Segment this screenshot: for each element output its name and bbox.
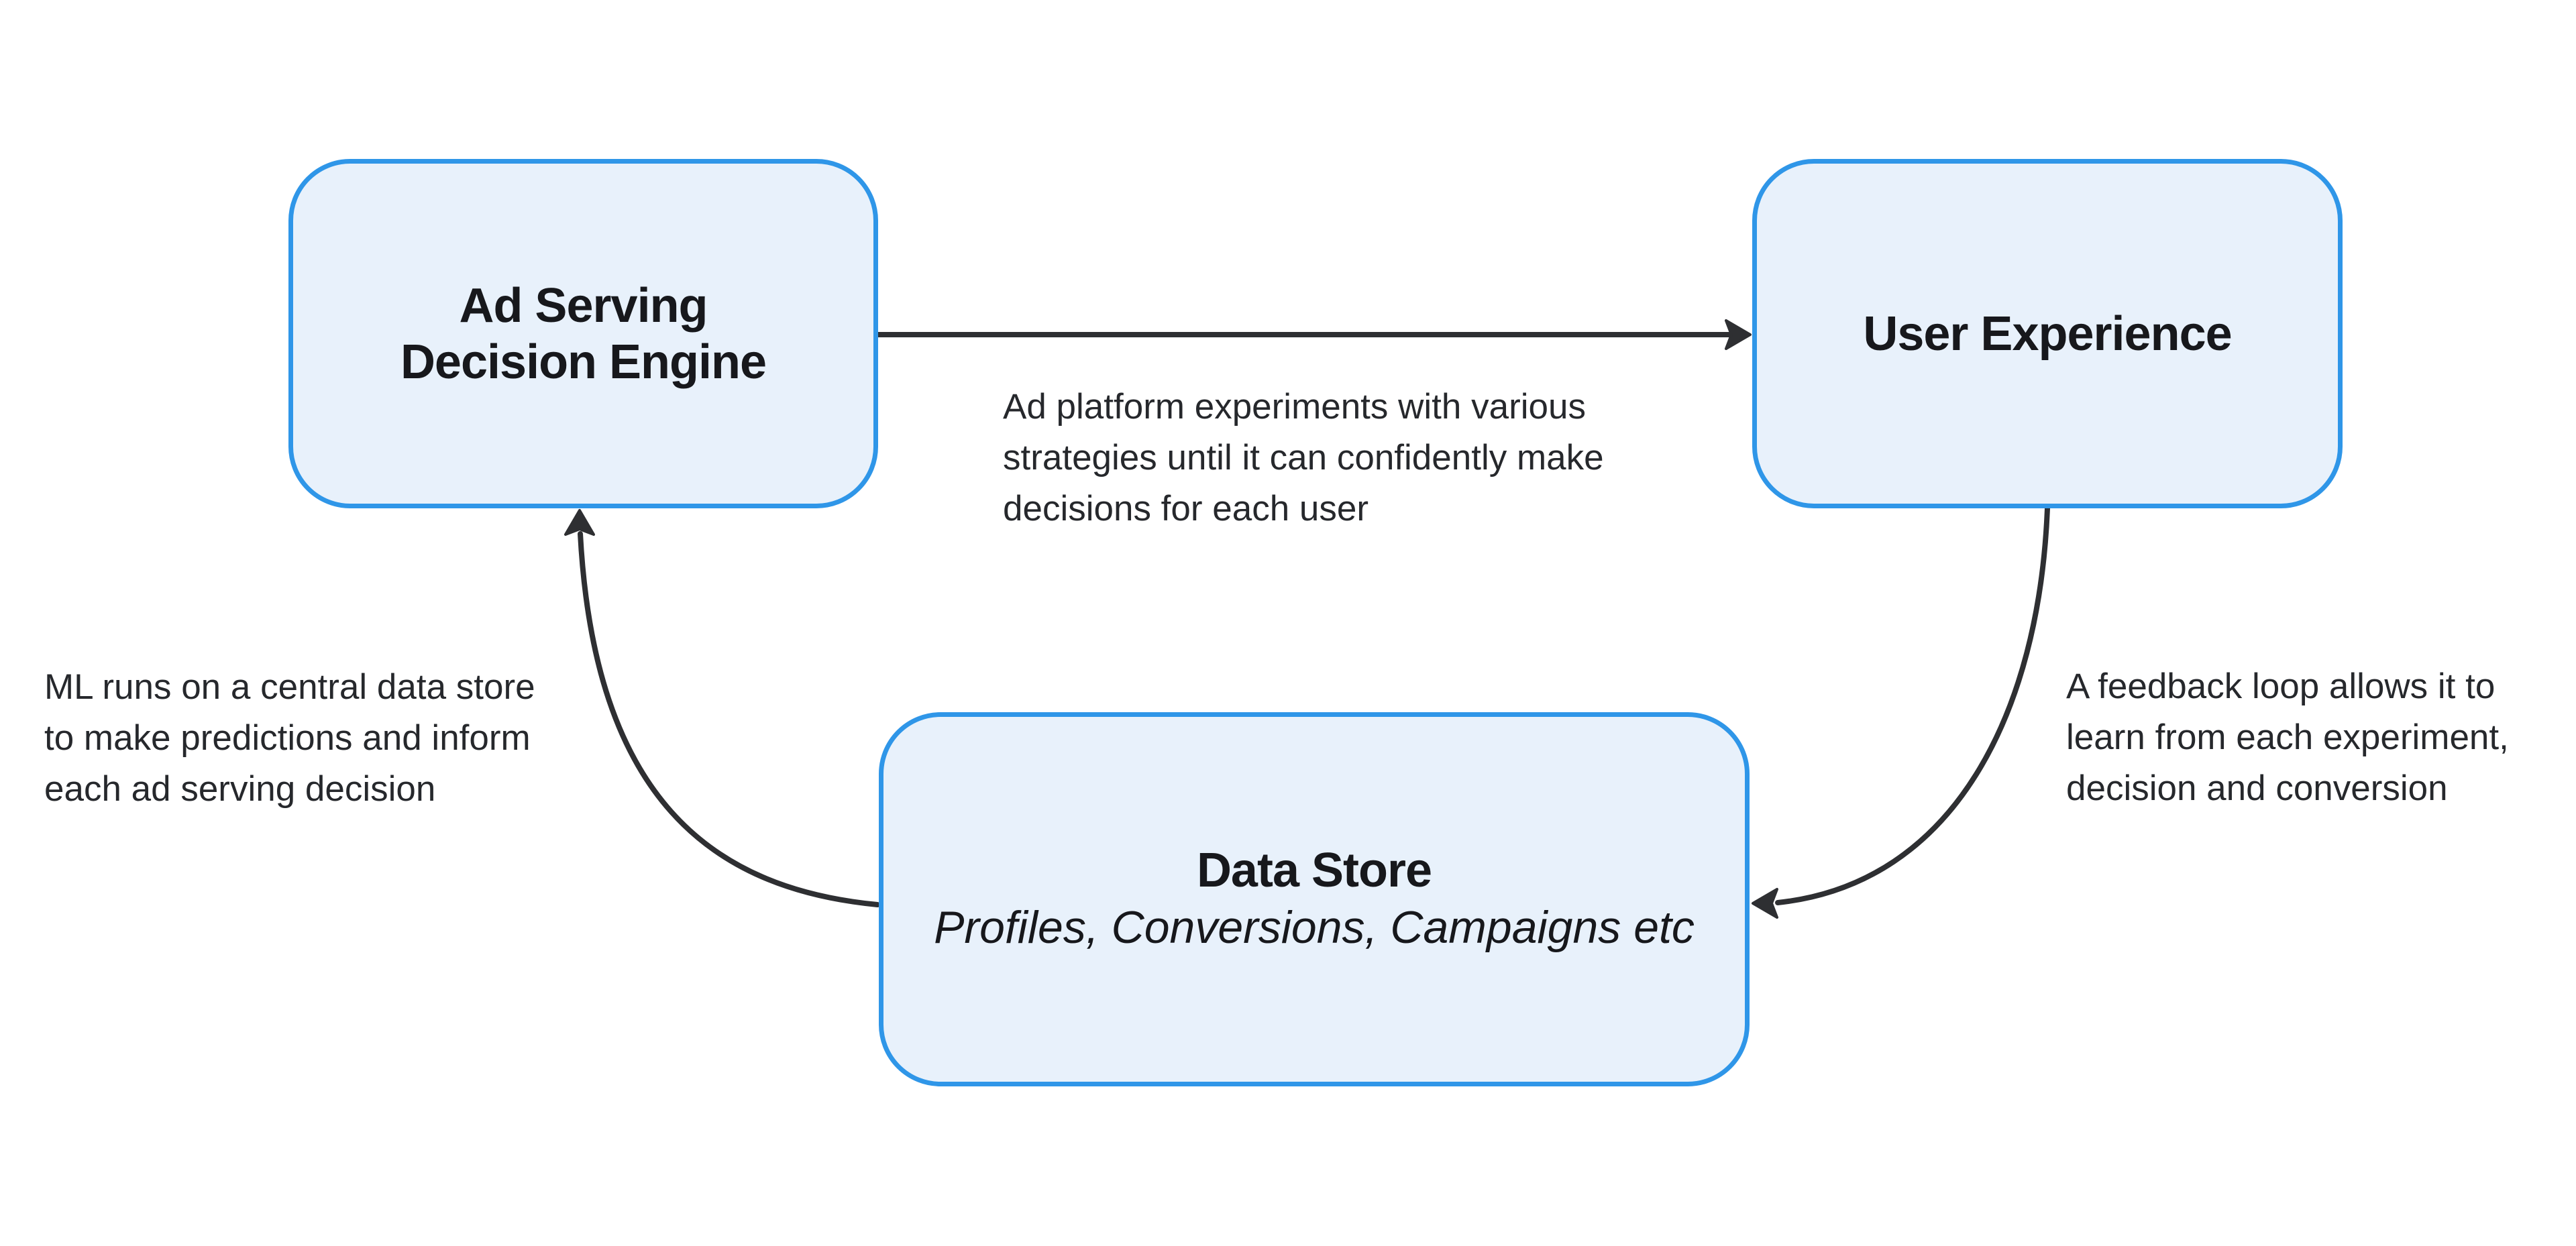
annotation-line: decision and conversion: [2066, 769, 2448, 808]
node-data-store: Data Store Profiles, Conversions, Campai…: [879, 712, 1750, 1086]
annotation-line: to make predictions and inform: [44, 718, 531, 758]
node-label-line: User Experience: [1863, 306, 2232, 361]
arrow-engine-to-user-experience: [875, 319, 1752, 350]
annotation-line: ML runs on a central data store: [44, 667, 535, 707]
annotation-line: decisions for each user: [1003, 489, 1369, 528]
arrow-user-experience-to-data-store: [1752, 506, 2050, 919]
annotation-line: A feedback loop allows it to: [2066, 667, 2496, 706]
annotation-line: Ad platform experiments with various: [1003, 387, 1586, 427]
node-ad-serving-decision-engine: Ad Serving Decision Engine: [288, 159, 878, 508]
annotation-ml-data-store: ML runs on a central data store to make …: [44, 662, 535, 815]
annotation-experiment-strategies: Ad platform experiments with various str…: [1003, 382, 1604, 534]
node-user-experience: User Experience: [1752, 159, 2343, 508]
node-label-line: Ad Serving: [459, 278, 708, 333]
annotation-line: strategies until it can confidently make: [1003, 438, 1604, 477]
annotation-line: learn from each experiment,: [2066, 718, 2509, 757]
node-title: Data Store: [1196, 844, 1432, 897]
annotation-line: each ad serving decision: [44, 769, 436, 809]
annotation-feedback-loop: A feedback loop allows it to learn from …: [2066, 661, 2509, 814]
node-label-line: Decision Engine: [400, 335, 767, 389]
arrow-data-store-to-engine: [564, 509, 880, 907]
node-subtitle: Profiles, Conversions, Campaigns etc: [934, 902, 1695, 953]
